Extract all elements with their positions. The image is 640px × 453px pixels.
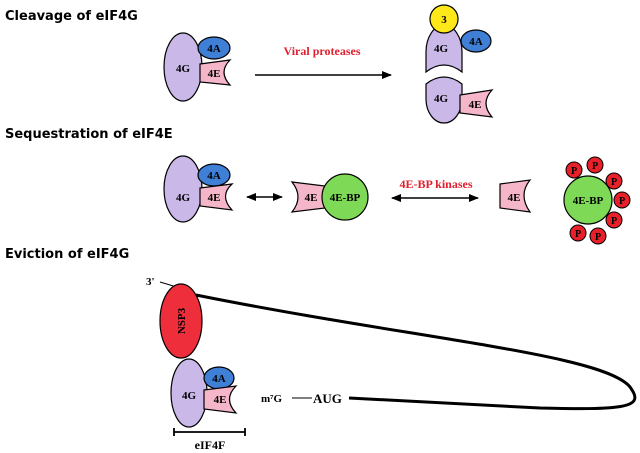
phosphate-circle — [605, 211, 623, 229]
eif4g-bottom-label: 4G — [434, 93, 449, 105]
phosphate-circle — [565, 161, 583, 179]
eif4f-complex-intact: 4G 4A 4E — [163, 32, 232, 102]
eif4f-complex-cleaved: 3 4G 4A 4G 4E — [425, 4, 494, 124]
eif4e-label-3: 4E — [214, 394, 227, 406]
phosphate-label: P — [571, 166, 577, 177]
eif4a-label-3: 4A — [212, 373, 226, 385]
eif4e-label-bound: 4E — [305, 192, 318, 204]
phosphate-circle — [586, 156, 604, 174]
four-e-bp-kinases-label: 4E-BP kinases — [399, 177, 472, 191]
phosphate-label: P — [575, 229, 581, 240]
eif4e-label: 4E — [208, 68, 221, 80]
four-e-bp-circle-phospho — [563, 175, 613, 225]
eif4e-label-free: 4E — [508, 192, 521, 204]
eif4e-shape-free — [499, 179, 532, 213]
eif4g-shape-2 — [163, 155, 203, 223]
eif4f-complex-section3: 4G 4A 4E — [170, 358, 238, 428]
protease-3-circle — [429, 4, 459, 34]
nsp3-shape — [159, 283, 203, 359]
phosphate-label: P — [592, 161, 598, 172]
sequestration-title: Sequestration of eIF4E — [5, 127, 173, 142]
eif4e-label-cleaved: 4E — [469, 99, 482, 111]
eif4e-label-2: 4E — [208, 192, 221, 204]
eif4a-label-2: 4A — [207, 170, 221, 182]
three-prime-label: 3' — [146, 276, 155, 288]
eif4g-bottom-fragment — [425, 76, 463, 124]
four-e-bp-label-phospho: 4E-BP — [573, 195, 604, 207]
eviction-title: Eviction of eIF4G — [5, 247, 130, 262]
eif4e-shape-2 — [199, 183, 234, 211]
nsp3: NSP3 — [159, 283, 203, 359]
eif4g-label-3: 4G — [182, 390, 197, 402]
four-e-bp-circle — [321, 173, 369, 221]
protease-3-label: 3 — [441, 14, 447, 26]
eif4e-shape-cleaved — [459, 89, 494, 118]
mrna-loop — [195, 293, 637, 411]
viral-proteases-label: Viral proteases — [284, 44, 361, 58]
eif4a-shape-cleaved — [460, 29, 492, 53]
phosphate-circle — [589, 227, 607, 245]
eif4f-bracket — [173, 428, 246, 436]
phosphorylated-4ebp: 4E-BP P P P P P P P — [563, 156, 631, 245]
cleavage-title: Cleavage of eIF4G — [5, 9, 138, 24]
eif4a-label-cleaved: 4A — [469, 36, 483, 48]
four-e-bp-label: 4E-BP — [330, 192, 361, 204]
eif4f-label: eIF4F — [195, 438, 226, 452]
eif4g-label: 4G — [176, 63, 191, 75]
eif4a-label: 4A — [207, 43, 221, 55]
phosphate-label: P — [595, 232, 601, 243]
phosphate-label: P — [611, 216, 617, 227]
eif4g-top-fragment — [425, 24, 463, 74]
eif4g-label-2: 4G — [176, 192, 191, 204]
eif4e-shape-3 — [203, 385, 238, 414]
nsp3-label: NSP3 — [176, 307, 188, 334]
phosphate-circle — [613, 191, 631, 209]
eif4e-4ebp-complex: 4E 4E-BP — [290, 173, 369, 221]
phosphate-label: P — [611, 177, 617, 188]
phosphate-circle — [605, 172, 623, 190]
eif4e-shape-bound — [290, 181, 326, 213]
eif4f-complex-section2: 4G 4A 4E — [163, 155, 234, 223]
phosphate-label: P — [619, 196, 625, 207]
cap-label: m⁷G — [261, 393, 282, 405]
eif4g-top-label: 4G — [434, 43, 449, 55]
aug-label: AUG — [313, 391, 342, 406]
phosphate-circle — [569, 224, 587, 242]
eif4a-shape — [197, 36, 231, 60]
eif4e-shape — [199, 59, 232, 86]
